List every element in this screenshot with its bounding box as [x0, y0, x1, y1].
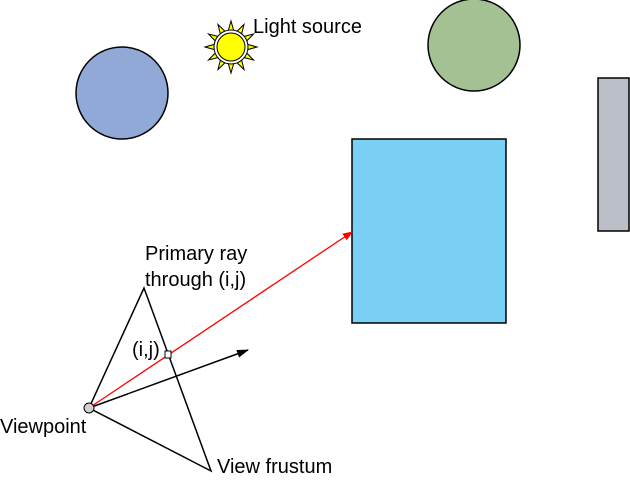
primary-ray-label-line2: through (i,j) [145, 269, 246, 291]
viewpoint-label: Viewpoint [0, 416, 87, 438]
pixel-label: (i,j) [132, 339, 160, 361]
primary-ray-label-line1: Primary ray [145, 243, 247, 265]
view-direction-arrow [88, 349, 249, 409]
light-source-label: Light source [253, 16, 362, 38]
gray-box [597, 77, 630, 232]
sun-icon [203, 19, 259, 75]
blue-box [351, 138, 507, 324]
view-frustum-label: View frustum [217, 456, 332, 478]
pixel-marker [164, 350, 172, 359]
blue-sphere [75, 46, 169, 140]
green-sphere [427, 0, 521, 92]
primary-ray [88, 231, 353, 409]
view-frustum [88, 286, 213, 473]
viewpoint-marker [83, 402, 95, 414]
